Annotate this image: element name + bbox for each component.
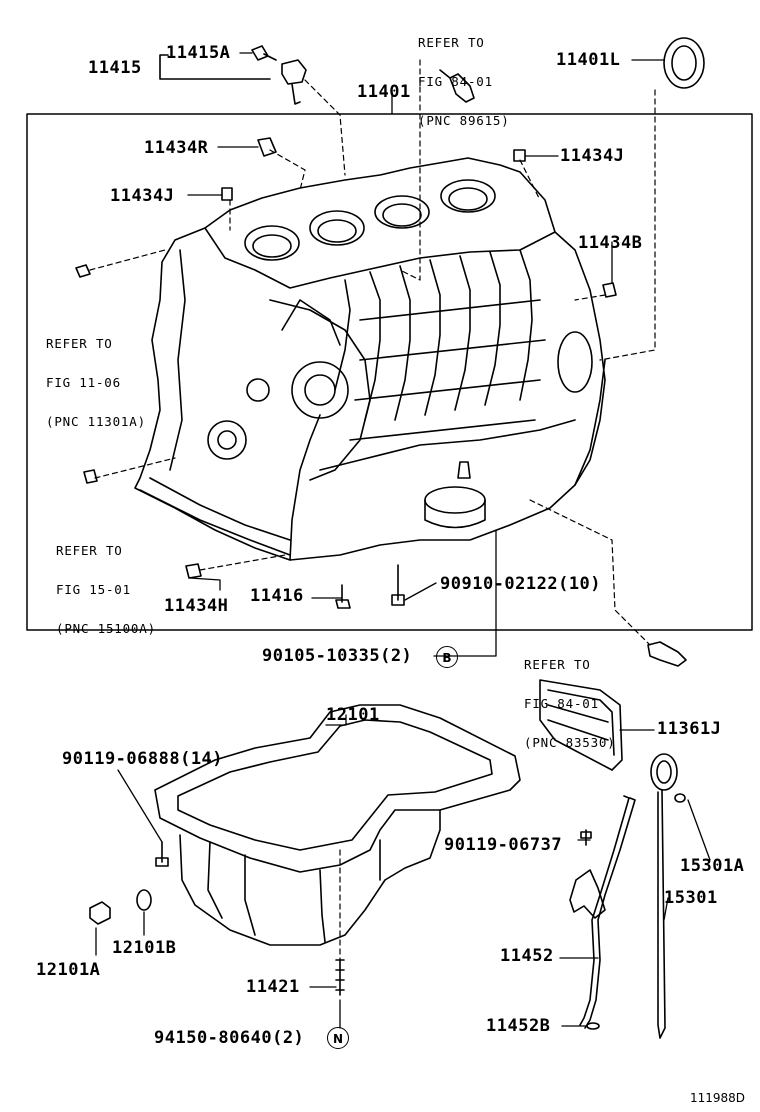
part-15301-label: 15301 xyxy=(664,888,718,908)
ref-fig-84-01-right: REFER TO FIG 84-01 (PNC 83530) xyxy=(524,632,616,762)
ref-line: (PNC 11301A) xyxy=(46,414,146,429)
part-11415-label: 11415 xyxy=(88,58,142,78)
dipstick-assembly xyxy=(569,753,686,1039)
part-90105-label: 90105-10335(2) xyxy=(262,646,413,666)
knock-pins-and-plugs xyxy=(75,37,705,667)
part-11434h-label: 11434H xyxy=(164,596,229,616)
part-90119-06737-label: 90119-06737 xyxy=(444,835,563,855)
bracket-11415 xyxy=(159,54,271,80)
part-12101a-label: 12101A xyxy=(36,960,101,980)
ref-fig-11-06: REFER TO FIG 11-06 (PNC 11301A) xyxy=(46,311,146,441)
ref-line: REFER TO xyxy=(418,35,485,50)
ref-line: (PNC 89615) xyxy=(418,113,510,128)
part-11401-label: 11401 xyxy=(357,82,411,102)
ref-line: FIG 84-01 xyxy=(418,74,493,89)
part-15301a-label: 15301A xyxy=(680,856,745,876)
part-12101b-label: 12101B xyxy=(112,938,177,958)
part-11421-label: 11421 xyxy=(246,977,300,997)
marker-b-circle: B xyxy=(436,646,458,668)
oil-pan xyxy=(154,679,623,946)
ref-line: FIG 84-01 xyxy=(524,696,599,711)
ref-line: REFER TO xyxy=(46,336,113,351)
part-11434b-label: 11434B xyxy=(578,233,643,253)
part-11361j-label: 11361J xyxy=(657,719,722,739)
part-11401l-label: 11401L xyxy=(556,50,621,70)
diagram-id: 111988D xyxy=(690,1091,746,1105)
part-90119-06888-label: 90119-06888(14) xyxy=(62,749,224,769)
part-90910-label: 90910-02122(10) xyxy=(440,574,602,594)
ref-fig-84-01-top: REFER TO FIG 84-01 (PNC 89615) xyxy=(418,10,510,140)
ref-line: (PNC 83530) xyxy=(524,735,616,750)
part-11452-label: 11452 xyxy=(500,946,554,966)
part-11434r-label: 11434R xyxy=(144,138,209,158)
dashed-lines xyxy=(89,59,656,961)
leader-lines xyxy=(95,52,711,1029)
pan-hardware xyxy=(89,829,592,996)
assembly-frame xyxy=(26,113,753,631)
cylinder-block xyxy=(134,157,606,561)
ref-line: (PNC 15100A) xyxy=(56,621,156,636)
ref-line: FIG 15-01 xyxy=(56,582,131,597)
part-11434j-top-label: 11434J xyxy=(560,146,625,166)
ref-line: REFER TO xyxy=(56,543,123,558)
part-11415a-label: 11415A xyxy=(166,43,231,63)
part-11452b-label: 11452B xyxy=(486,1016,551,1036)
ref-fig-15-01: REFER TO FIG 15-01 (PNC 15100A) xyxy=(56,518,156,648)
ref-line: REFER TO xyxy=(524,657,591,672)
ref-line: FIG 11-06 xyxy=(46,375,121,390)
part-11416-label: 11416 xyxy=(250,586,304,606)
part-94150-label: 94150-80640(2) xyxy=(154,1028,305,1048)
part-12101-label: 12101 xyxy=(326,705,380,725)
marker-n-circle: N xyxy=(327,1027,349,1049)
part-11434j-left-label: 11434J xyxy=(110,186,175,206)
